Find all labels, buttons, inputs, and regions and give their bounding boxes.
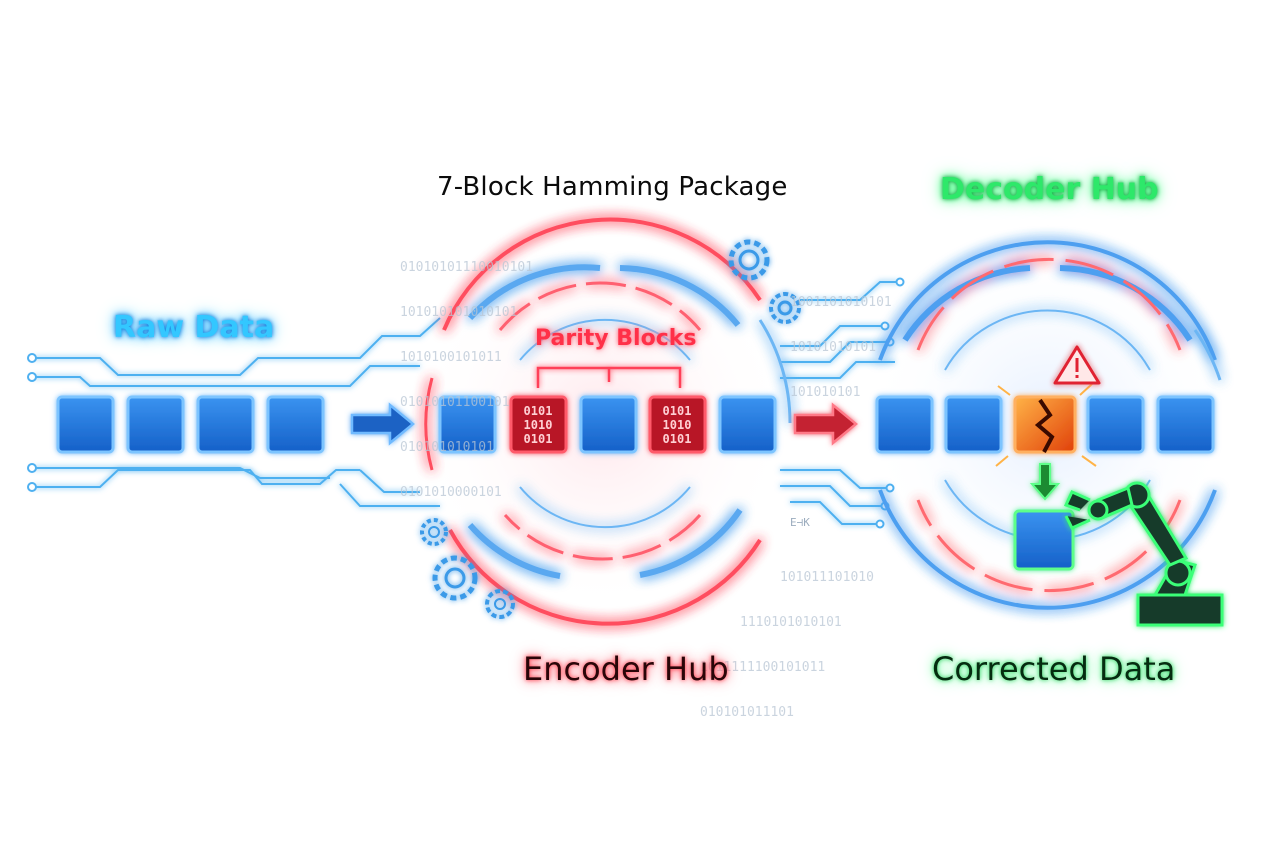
bits-line: 01010101110010101	[400, 260, 534, 275]
bits-line: 1001101010101	[790, 295, 892, 310]
bits-top-left: 01010101110010101 101010101010101 101010…	[400, 230, 533, 515]
parity-bits-line: 1010	[524, 418, 553, 432]
bits-line: 1110101010101	[740, 615, 842, 630]
raw-data-block	[126, 395, 185, 454]
raw-data-block	[56, 395, 115, 454]
bits-line: 101011101010	[780, 570, 874, 585]
parity-bits-line: 1010	[663, 418, 692, 432]
bits-line: 01010101100101	[400, 395, 510, 410]
encoder-hub-label: Encoder Hub	[523, 650, 729, 688]
parity-bits-line: 0101	[524, 404, 553, 418]
bits-line: 0101010000101	[400, 485, 502, 500]
decoded-block	[944, 395, 1003, 454]
bits-bottom-right: 101011101010 1110101010101 1011111100101…	[700, 540, 874, 735]
parity-bits-line: 0101	[524, 432, 553, 446]
gear-icon	[769, 292, 801, 324]
circuit-nodes-left	[27, 353, 37, 492]
gear-icon	[485, 589, 515, 619]
bits-line: 101010101010101	[400, 305, 518, 320]
gear-icon	[432, 555, 478, 601]
circuit-traces-left	[32, 317, 441, 507]
parity-bits-line: 0101	[663, 404, 692, 418]
raw-data-block	[266, 395, 325, 454]
decoded-block	[1086, 395, 1145, 454]
package-title: 7-Block Hamming Package	[437, 172, 788, 202]
small-glyph: E⊣K	[790, 516, 810, 529]
decoder-hub-title: Decoder Hub	[940, 172, 1159, 207]
parity-block	[648, 395, 707, 454]
parity-block	[509, 395, 568, 454]
raw-data-block	[196, 395, 255, 454]
parity-bracket	[536, 366, 682, 388]
bits-line: 1011111100101011	[700, 660, 826, 675]
error-sparks	[995, 383, 1097, 467]
parity-bits-line: 0101	[663, 432, 692, 446]
arrow-down-icon	[1029, 463, 1061, 501]
bits-top-right: 1001101010101 10101010101 101010101	[790, 265, 892, 415]
corrected-data-label: Corrected Data	[932, 650, 1176, 688]
data-block	[718, 395, 777, 454]
data-block	[579, 395, 638, 454]
arrow-right-icon	[793, 402, 858, 446]
data-block	[438, 395, 497, 454]
bits-line: 101010101	[790, 385, 861, 400]
raw-data-label: Raw Data	[113, 310, 275, 345]
robot-arm-icon	[1063, 481, 1224, 627]
parity-blocks-label: Parity Blocks	[535, 326, 697, 351]
error-crack	[1034, 398, 1055, 453]
bits-line: 010101010101	[400, 440, 494, 455]
decoded-block	[875, 395, 934, 454]
bits-line: 1010100101011	[400, 350, 502, 365]
bits-line: 10101010101	[790, 340, 877, 355]
corrected-block	[1013, 509, 1075, 571]
bits-line: 010101011101	[700, 705, 794, 720]
gear-icon	[420, 518, 448, 546]
decoder-hub-rings	[878, 240, 1222, 610]
circuit-traces-middle	[780, 281, 900, 525]
arrow-right-icon	[350, 402, 415, 446]
warning-icon	[1053, 345, 1101, 385]
decoded-block	[1156, 395, 1215, 454]
encoder-hub-rings	[424, 217, 792, 626]
gear-icon	[728, 239, 770, 281]
